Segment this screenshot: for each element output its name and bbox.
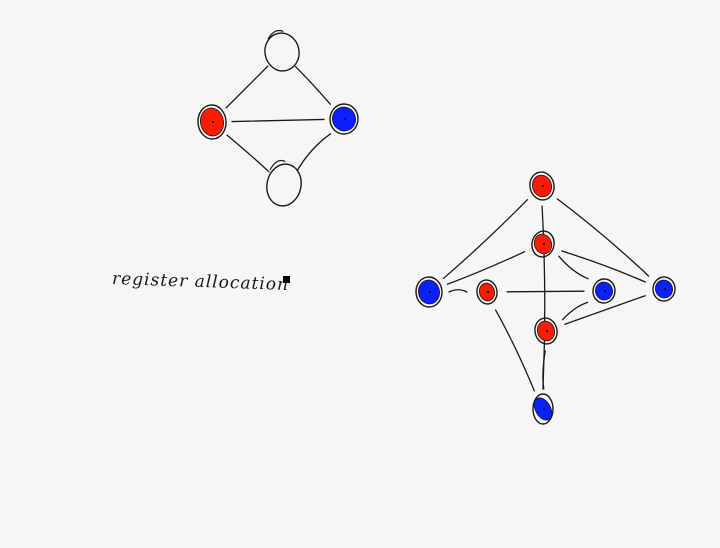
pen-cursor [283,276,290,283]
large-graph-edge [558,255,589,280]
small-graph-edge [294,66,332,105]
small-graph-node-red [197,104,227,140]
large-graph-edge [506,290,585,293]
large-graph-edge [542,350,546,390]
large-graph-node-red [531,230,555,258]
large-graph-edge [446,251,526,285]
large-graph-edge [556,198,650,277]
large-graph-edge [494,309,536,392]
large-graph-node-blue [415,276,443,308]
large-graph-node-red [534,317,558,345]
large-graph-edge [448,289,468,293]
small-graph-node-blue [329,103,359,135]
large-graph-node-blue [592,278,616,304]
large-graph-edge [561,301,589,321]
large-graph-node-blue [532,393,554,425]
edges-layer [225,65,650,392]
small-graph-edge [225,65,269,109]
small-graph-edge [231,118,325,123]
small-graph-edge [296,133,332,171]
small-graph-edge [226,134,270,173]
large-graph-edge [442,199,529,279]
nodes-layer [197,29,676,425]
large-graph-node-red [476,279,498,305]
large-graph-edge [564,295,646,325]
small-graph-node-empty [266,159,302,207]
small-graph-node-empty [264,29,300,72]
large-graph-edge [561,250,646,283]
large-graph-node-red [529,171,555,201]
large-graph-node-blue [652,276,676,302]
